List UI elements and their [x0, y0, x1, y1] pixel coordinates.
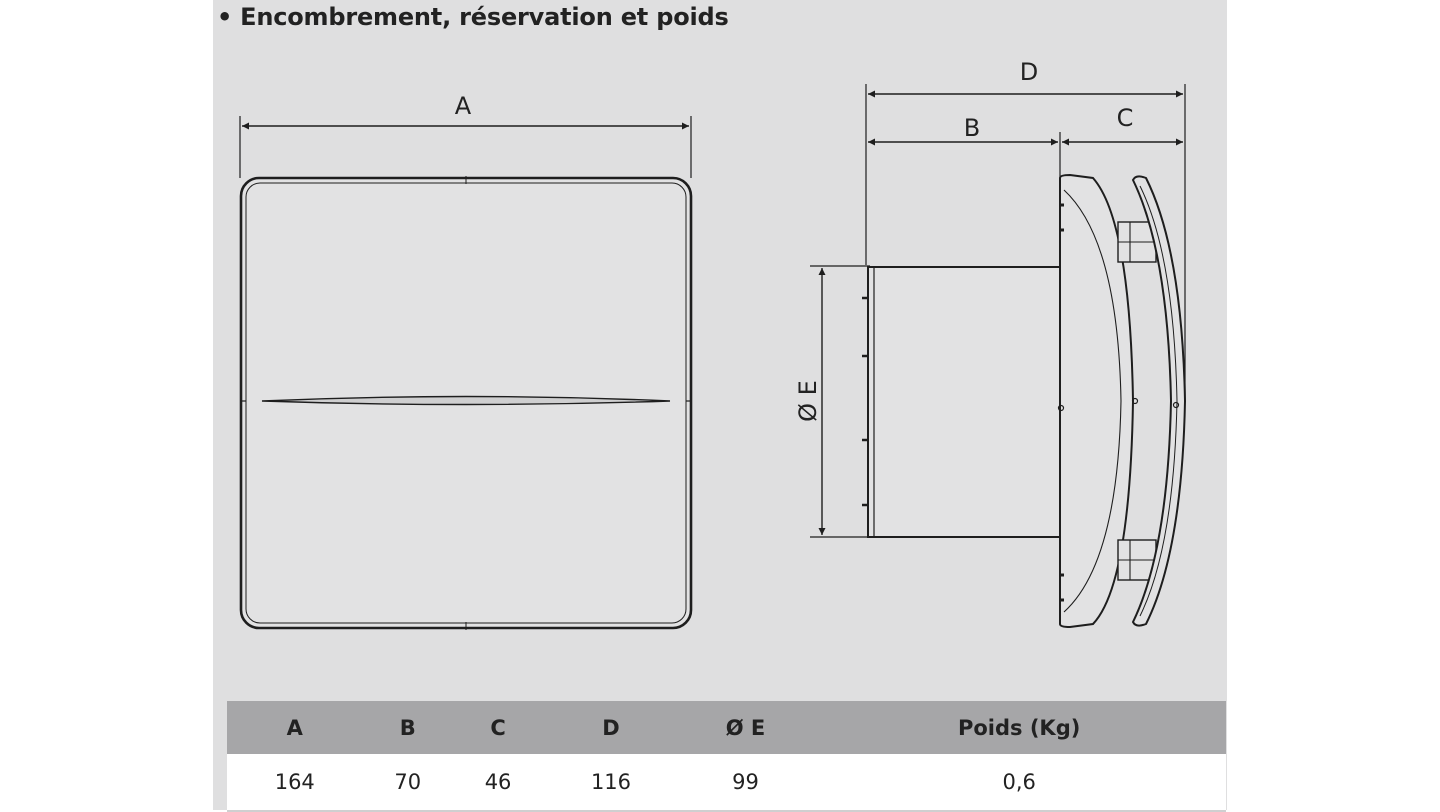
- table-cell: 0,6: [812, 754, 1226, 812]
- front-view: [239, 116, 693, 630]
- table-row: 164 70 46 116 99 0,6: [227, 754, 1226, 812]
- front-center-groove: [261, 395, 671, 406]
- side-view: [810, 84, 1187, 629]
- section-heading: •Encombrement, réservation et poids: [217, 3, 729, 31]
- label-a: A: [455, 92, 472, 120]
- label-d: D: [1020, 58, 1038, 86]
- table-cell: 116: [543, 754, 679, 812]
- label-b: B: [964, 114, 980, 142]
- cover-pivot-1: [1131, 397, 1139, 405]
- table-cell: 99: [678, 754, 813, 812]
- column-header: D: [543, 701, 679, 754]
- fan-body-inner-curve: [1063, 189, 1122, 613]
- cover-pivot-2: [1172, 401, 1180, 409]
- column-header: Ø E: [678, 701, 813, 754]
- dimensions-table: A B C D Ø E Poids (Kg) 164 70 46 116 99 …: [227, 701, 1226, 812]
- table-cell: 70: [362, 754, 453, 812]
- table-header-row: A B C D Ø E Poids (Kg): [227, 701, 1226, 754]
- label-e: Ø E: [794, 380, 822, 422]
- column-header: C: [452, 701, 544, 754]
- table-cell: 164: [227, 754, 363, 812]
- dimension-drawing: A: [239, 58, 1187, 630]
- duct-spigot: [867, 266, 1063, 538]
- table-cell: 46: [452, 754, 544, 812]
- label-c: C: [1117, 104, 1134, 132]
- section-heading-text: Encombrement, réservation et poids: [240, 3, 729, 31]
- bullet-icon: •: [217, 3, 233, 31]
- column-header: B: [362, 701, 453, 754]
- column-header: A: [227, 701, 363, 754]
- body-pivot: [1057, 404, 1065, 412]
- front-cover-profile: [1131, 175, 1187, 627]
- front-cover-inner-curve: [1139, 185, 1178, 617]
- column-header: Poids (Kg): [812, 701, 1226, 754]
